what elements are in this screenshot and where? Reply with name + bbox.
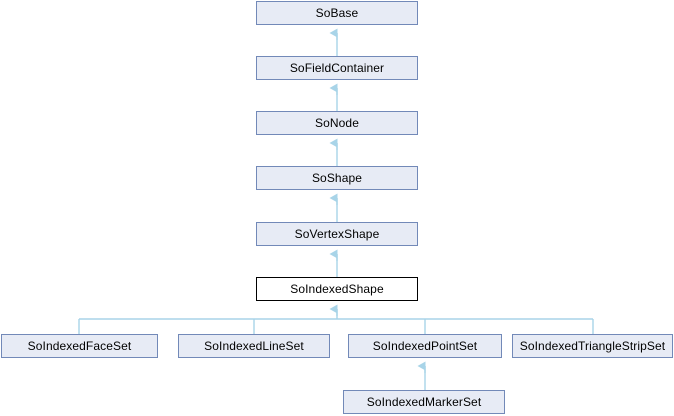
class-node-soshape[interactable]: SoShape <box>256 166 418 190</box>
class-node-sobase[interactable]: SoBase <box>256 1 418 25</box>
class-node-sovertexshape[interactable]: SoVertexShape <box>256 222 418 246</box>
class-node-label: SoFieldContainer <box>289 61 385 75</box>
class-node-soindexedshape[interactable]: SoIndexedShape <box>256 277 418 301</box>
class-node-soindexedfaceset[interactable]: SoIndexedFaceSet <box>1 334 158 358</box>
class-node-soindexedpointset[interactable]: SoIndexedPointSet <box>348 334 502 358</box>
class-node-label: SoIndexedShape <box>290 282 384 296</box>
class-node-label: SoShape <box>311 171 363 185</box>
class-node-soindexedtrianglestripset[interactable]: SoIndexedTriangleStripSet <box>512 334 673 358</box>
class-node-label: SoVertexShape <box>294 227 380 241</box>
class-node-soindexedmarkerset[interactable]: SoIndexedMarkerSet <box>343 390 505 414</box>
class-node-label: SoIndexedMarkerSet <box>366 395 482 409</box>
class-node-label: SoIndexedLineSet <box>204 339 304 353</box>
class-node-label: SoBase <box>315 6 359 20</box>
class-node-label: SoIndexedPointSet <box>372 339 478 353</box>
class-node-label: SoIndexedFaceSet <box>27 339 132 353</box>
class-node-soindexedlineset[interactable]: SoIndexedLineSet <box>178 334 330 358</box>
class-node-sofieldcontainer[interactable]: SoFieldContainer <box>256 56 418 80</box>
class-node-label: SoIndexedTriangleStripSet <box>519 339 666 353</box>
class-node-sonode[interactable]: SoNode <box>256 111 418 135</box>
class-node-label: SoNode <box>315 116 359 130</box>
